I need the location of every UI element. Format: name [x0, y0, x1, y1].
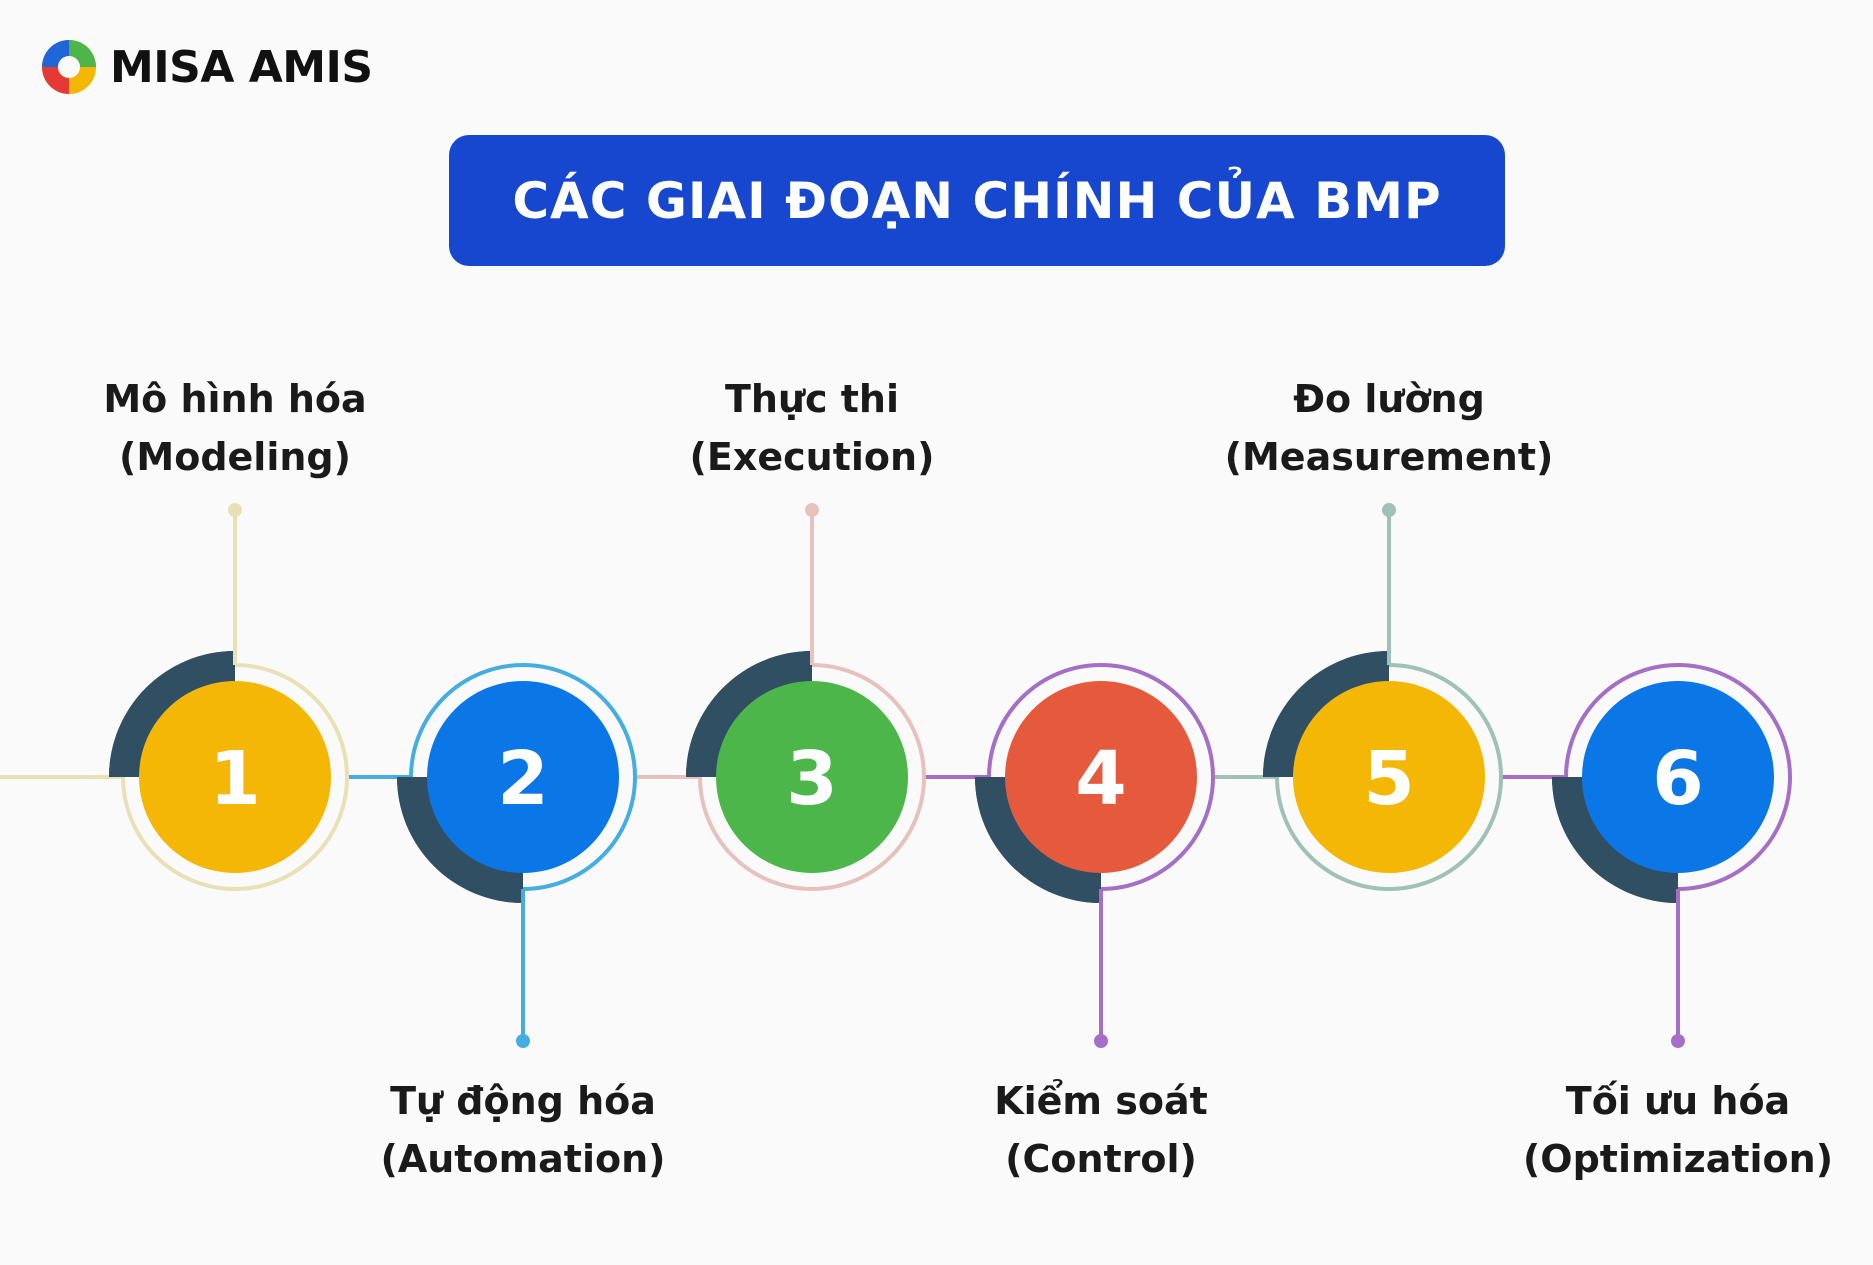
brand-logo: MISA AMIS: [40, 38, 373, 96]
stage-4-accent-band: [975, 777, 1101, 903]
stage-4-label: Kiểm soát (Control): [891, 1072, 1311, 1188]
stage-2-dot: [516, 1034, 530, 1048]
stage-1-english: (Modeling): [119, 435, 351, 479]
stage-3-name: Thực thi: [724, 377, 900, 421]
stage-4-name: Kiểm soát: [994, 1079, 1208, 1123]
stage-5-number: 5: [1363, 736, 1415, 822]
misa-logo-icon: [42, 40, 96, 94]
stage-6-name: Tối ưu hóa: [1565, 1079, 1791, 1123]
stage-6-number: 6: [1652, 736, 1704, 822]
stage-4-dot: [1094, 1034, 1108, 1048]
stage-1-disc: [139, 681, 331, 873]
stage-6-accent-band: [1552, 777, 1678, 903]
stage-3-disc: [716, 681, 908, 873]
stage-5-english: (Measurement): [1224, 435, 1554, 479]
stage-5-disc: [1293, 681, 1485, 873]
stage-6-label: Tối ưu hóa (Optimization): [1468, 1072, 1873, 1188]
stage-2-disc: [427, 681, 619, 873]
stage-6-english: (Optimization): [1522, 1137, 1834, 1181]
stage-6-dot: [1671, 1034, 1685, 1048]
stage-3-label: Thực thi (Execution): [602, 370, 1022, 486]
stage-1-accent-band: [109, 651, 235, 777]
stage-1-number: 1: [209, 736, 261, 822]
stage-1-name: Mô hình hóa: [103, 377, 367, 421]
stage-5-label: Đo lường (Measurement): [1179, 370, 1599, 486]
title-banner: CÁC GIAI ĐOẠN CHÍNH CỦA BMP: [449, 135, 1505, 266]
stage-2-english: (Automation): [380, 1137, 666, 1181]
stage-2-accent-band: [397, 777, 523, 903]
stage-6-disc: [1582, 681, 1774, 873]
stage-5-name: Đo lường: [1293, 377, 1485, 421]
stage-3-english: (Execution): [689, 435, 935, 479]
stage-4-number: 4: [1075, 736, 1127, 822]
stage-1-dot: [228, 503, 242, 517]
logo-text: MISA AMIS: [110, 41, 373, 93]
stage-2-label: Tự động hóa (Automation): [313, 1072, 733, 1188]
page-title: CÁC GIAI ĐOẠN CHÍNH CỦA BMP: [512, 171, 1442, 230]
stage-5-accent-band: [1263, 651, 1389, 777]
stage-4-english: (Control): [1005, 1137, 1197, 1181]
stage-3-accent-band: [686, 651, 812, 777]
stage-3-dot: [805, 503, 819, 517]
stage-3-number: 3: [786, 736, 838, 822]
stage-2-number: 2: [497, 736, 549, 822]
stage-5-dot: [1382, 503, 1396, 517]
stage-2-name: Tự động hóa: [390, 1079, 656, 1123]
stage-4-disc: [1005, 681, 1197, 873]
stage-1-label: Mô hình hóa (Modeling): [25, 370, 445, 486]
